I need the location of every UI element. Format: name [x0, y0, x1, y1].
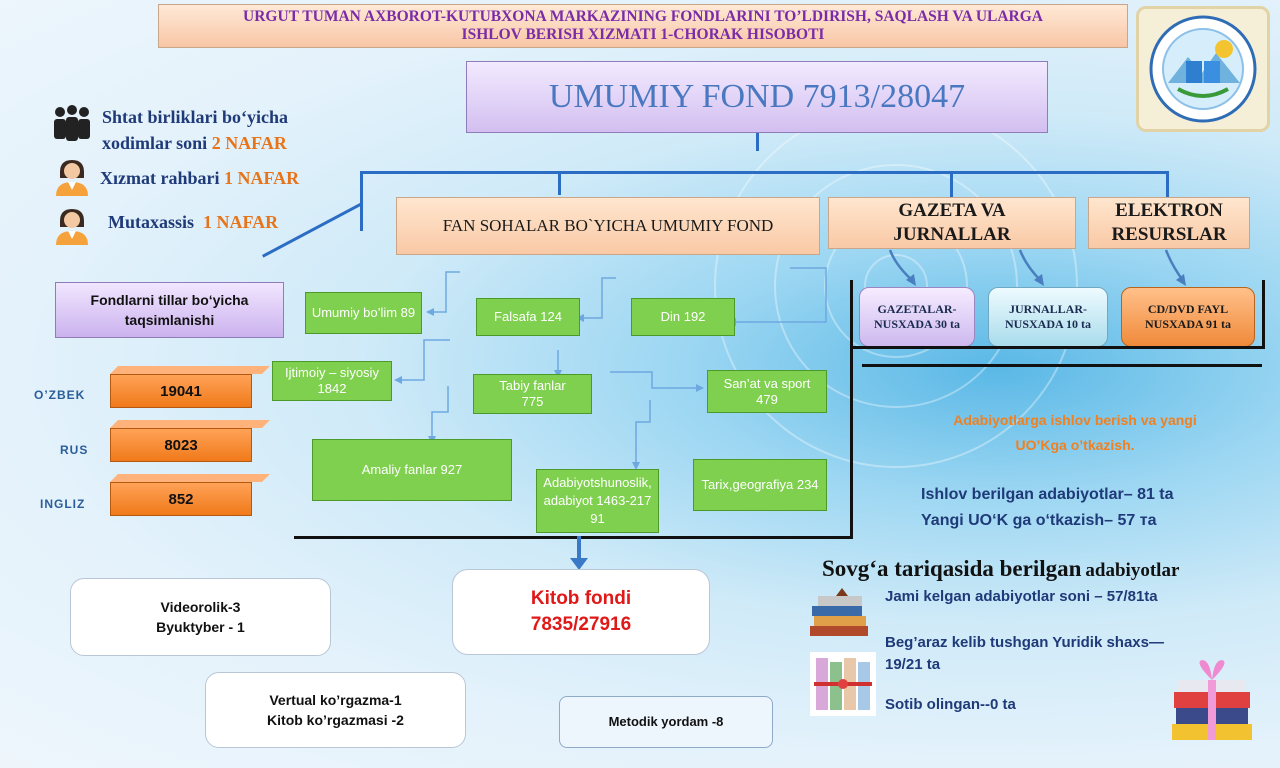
sub-jurnallar: JURNALLAR-NUSXADA 10 ta [988, 287, 1108, 347]
gift-books-icon [810, 652, 876, 716]
gifts-bought: Sotib olingan--0 ta [885, 696, 1016, 713]
connector-line [558, 171, 561, 195]
gifts-total: Jami kelgan adabiyotlar soni – 57/81ta [885, 588, 1158, 605]
language-name: O’ZBEK [34, 388, 86, 402]
kitob-line-1: Kitob fondi [530, 588, 632, 609]
logo [1136, 6, 1270, 132]
kitob-line-2: 7835/27916 [530, 614, 632, 635]
staff-total: Shtat birliklari bo‘yicha xodimlar soni … [102, 104, 402, 156]
bar-top [110, 420, 270, 428]
kitob-fondi-box: Kitob fondi 7835/27916 [452, 569, 710, 655]
person-icon [56, 160, 88, 196]
field-adabiyot: Adabiyotshunoslik,adabiyot 1463-21791 [536, 469, 659, 533]
frame-line [294, 536, 853, 539]
staff-total-label: Shtat birliklari bo‘yicha [102, 107, 289, 127]
sub-gazetalar: GAZETALAR-NUSXADA 30 ta [859, 287, 975, 347]
language-name: RUS [60, 443, 89, 457]
field-ijtimoiy: Ijtimoiy – siyosiy 1842 [272, 361, 392, 401]
team-icon [54, 105, 90, 141]
processing-stats: Ishlov berilgan adabiyotlar– 81 ta Yangi… [921, 482, 1174, 534]
frame-line [850, 346, 1264, 349]
language-bar-rus: 8023 [110, 428, 252, 462]
header-line-2: ISHLOV BERISH XIZMATI 1-CHORAK HISOBOTI [461, 26, 825, 43]
language-name: INGLIZ [40, 497, 86, 511]
staff-head: Xızmat rahbari 1 NAFAR [100, 168, 299, 189]
library-logo-icon [1149, 15, 1257, 123]
vertual-line-1: Vertual ko’rgazma-1 [269, 692, 402, 708]
category-fan: FAN SOHALAR BO`YICHA UMUMIY FOND [396, 197, 820, 255]
video-box: Videorolik-3 Byuktyber - 1 [70, 578, 331, 656]
books-stack-icon [810, 588, 868, 636]
processing-stat-2: Yangi UO‘K ga o‘tkazish– 57 та [921, 512, 1157, 529]
gifts-legal-2: 19/21 ta [885, 656, 941, 673]
frame-line [1262, 280, 1265, 349]
connector-line [756, 133, 759, 151]
gifts-legal: Beg’araz kelib tushgan Yuridik shaxs— 19… [885, 632, 1164, 676]
vertual-box: Vertual ko’rgazma-1 Kitob ko’rgazmasi -2 [205, 672, 466, 748]
connector-line [360, 171, 1168, 174]
vertual-line-2: Kitob ko’rgazmasi -2 [267, 712, 404, 728]
bar-top [110, 366, 270, 374]
metodik-box: Metodik yordam -8 [559, 696, 773, 748]
gift-box-icon [1172, 660, 1252, 740]
staff-specialist-value: 1 NAFAR [203, 212, 279, 232]
video-line-1: Videorolik-3 [160, 599, 241, 615]
field-falsafa: Falsafa 124 [476, 298, 580, 336]
arrow-down-icon [570, 536, 588, 570]
processing-heading-2: UO’Kga o’tkazish. [1015, 437, 1135, 453]
staff-total-label-2: xodimlar soni [102, 133, 208, 153]
language-bar-uzbek: 19041 [110, 374, 252, 408]
sub-cd: CD/DVD FAYL NUSXADA 91 ta [1121, 287, 1255, 347]
connector-line [1166, 171, 1169, 197]
gifts-title-a: Sovg‘a tariqasida berilgan [822, 556, 1082, 581]
category-elektron: ELEKTRON RESURSLAR [1088, 197, 1250, 249]
language-bar-ingliz: 852 [110, 482, 252, 516]
field-sanat: San’at va sport 479 [707, 370, 827, 413]
sub-arrows [888, 249, 1186, 286]
frame-line [862, 364, 1262, 367]
staff-specialist: Mutaxassis 1 NAFAR [108, 212, 278, 233]
staff-specialist-label: Mutaxassis [108, 212, 195, 232]
person-icon [56, 209, 88, 245]
bar-top [110, 474, 270, 482]
connector-line [950, 171, 953, 197]
processing-stat-1: Ishlov berilgan adabiyotlar– 81 ta [921, 486, 1174, 503]
staff-total-value: 2 NAFAR [211, 133, 287, 153]
gifts-title: Sovg‘a tariqasida berilgan adabiyotlar [822, 556, 1179, 582]
staff-head-label: Xızmat rahbari [100, 168, 220, 188]
field-amaliy: Amaliy fanlar 927 [312, 439, 512, 501]
connector-line [360, 171, 363, 231]
category-gazeta: GAZETA VA JURNALLAR [828, 197, 1076, 249]
field-din: Din 192 [631, 298, 735, 336]
staff-head-value: 1 NAFAR [223, 168, 300, 188]
video-line-2: Byuktyber - 1 [156, 619, 245, 635]
header-line-1: URGUT TUMAN AXBOROT-KUTUBXONA MARKAZININ… [243, 8, 1043, 25]
frame-line [850, 280, 853, 536]
processing-heading-1: Adabiyotlarga ishlov berish va yangi [953, 412, 1197, 428]
field-umumiy: Umumiy bo’lim 89 [305, 292, 422, 334]
languages-title: Fondlarni tillar bo‘yicha taqsimlanishi [55, 282, 284, 338]
processing-heading: Adabiyotlarga ishlov berish va yangi UO’… [880, 408, 1270, 458]
gifts-legal-1: Beg’araz kelib tushgan Yuridik shaxs— [885, 634, 1164, 651]
gifts-title-b: adabiyotlar [1085, 560, 1180, 581]
main-title: UMUMIY FOND 7913/28047 [466, 61, 1048, 133]
field-tabiy: Tabiy fanlar 775 [473, 374, 592, 414]
header-banner: URGUT TUMAN AXBOROT-KUTUBXONA MARKAZININ… [158, 4, 1128, 48]
field-tarix: Tarix,geografiya 234 [693, 459, 827, 511]
